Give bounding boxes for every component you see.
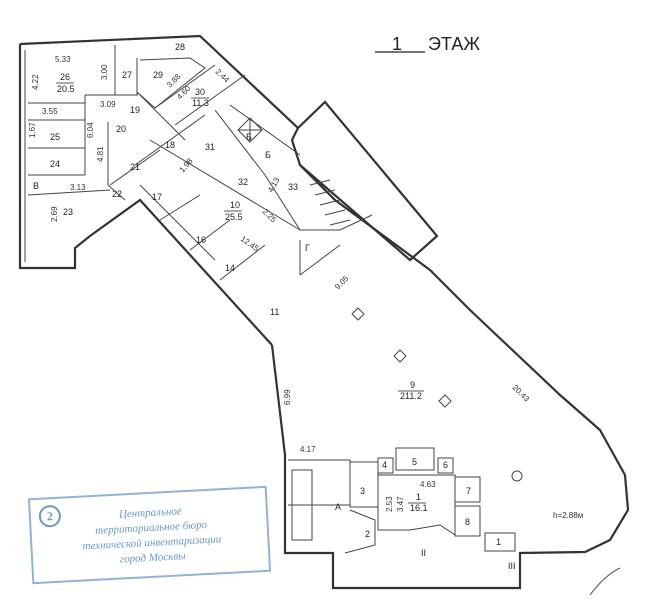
bti-stamp: 2 Центральное территориальное бюро техни… bbox=[27, 485, 272, 585]
room-iii: III bbox=[508, 561, 516, 571]
ceiling-height: h=2.88м bbox=[553, 511, 583, 520]
room-b-stair: Б bbox=[246, 132, 252, 142]
room-27: 27 bbox=[122, 70, 132, 80]
svg-text:3.55: 3.55 bbox=[42, 107, 58, 116]
room-30: 30 bbox=[195, 87, 205, 97]
room-7: 7 bbox=[466, 486, 471, 496]
room-29: 29 bbox=[153, 70, 163, 80]
room-1: 1 bbox=[416, 492, 421, 502]
outer-walls bbox=[18, 34, 630, 590]
room-a: А bbox=[335, 502, 341, 512]
room-5: 5 bbox=[412, 457, 417, 467]
svg-text:2.25: 2.25 bbox=[261, 207, 279, 225]
svg-text:9.05: 9.05 bbox=[333, 274, 351, 292]
room-v: В bbox=[33, 181, 39, 191]
svg-text:4.17: 4.17 bbox=[300, 445, 316, 454]
svg-text:3.09: 3.09 bbox=[100, 100, 116, 109]
room-19: 19 bbox=[130, 105, 140, 115]
room-17: 17 bbox=[152, 192, 162, 202]
room-21: 21 bbox=[130, 162, 140, 172]
floor-label: ЭТАЖ bbox=[428, 34, 480, 54]
room-9-area: 211.2 bbox=[400, 391, 422, 401]
svg-text:4.81: 4.81 bbox=[96, 146, 105, 162]
svg-text:3.47: 3.47 bbox=[396, 496, 405, 512]
svg-text:4.60: 4.60 bbox=[175, 84, 193, 102]
room-24: 24 bbox=[50, 159, 60, 169]
svg-text:5.33: 5.33 bbox=[55, 55, 71, 64]
svg-text:4.22: 4.22 bbox=[31, 74, 40, 90]
room-1-area: 16.1 bbox=[410, 503, 428, 513]
room-4: 4 bbox=[382, 460, 387, 470]
room-28: 28 bbox=[175, 42, 185, 52]
room-16: 16 bbox=[196, 235, 206, 245]
room-b: Б bbox=[265, 150, 271, 160]
dimension-labels: 5.33 4.22 3.00 3.88 4.60 2.44 3.55 3.09 … bbox=[28, 55, 583, 520]
room-26: 26 bbox=[60, 72, 70, 82]
room-11: 11 bbox=[270, 307, 279, 317]
svg-text:3.00: 3.00 bbox=[100, 64, 109, 80]
room-25: 25 bbox=[50, 132, 60, 142]
room-23: 23 bbox=[63, 207, 73, 217]
room-2: 2 bbox=[365, 529, 370, 539]
room-labels: 26 20.5 27 28 29 30 11.3 19 20 25 24 18 … bbox=[33, 42, 516, 571]
room-22: 22 bbox=[112, 189, 122, 199]
room-ii: II bbox=[421, 548, 426, 558]
svg-text:1.67: 1.67 bbox=[28, 122, 37, 138]
room-14: 14 bbox=[225, 263, 235, 273]
room-10: 10 bbox=[230, 200, 240, 210]
room-8: 8 bbox=[465, 517, 470, 527]
floor-number: 1 bbox=[392, 34, 402, 54]
svg-text:2.69: 2.69 bbox=[50, 206, 59, 222]
room-26-area: 20.5 bbox=[57, 84, 75, 94]
room-10-area: 25.5 bbox=[225, 212, 243, 222]
room-3: 3 bbox=[360, 486, 365, 496]
svg-text:6.99: 6.99 bbox=[283, 389, 292, 405]
room-31: 31 bbox=[205, 142, 215, 152]
interior-walls bbox=[24, 45, 516, 554]
room-33: 33 bbox=[288, 182, 298, 192]
svg-text:2.53: 2.53 bbox=[385, 496, 394, 512]
room-18: 18 bbox=[165, 140, 175, 150]
stair-lines bbox=[309, 179, 351, 226]
pen-mark bbox=[589, 567, 621, 596]
room-g: Г bbox=[305, 243, 310, 253]
svg-text:6.04: 6.04 bbox=[86, 122, 95, 138]
svg-text:3.13: 3.13 bbox=[70, 183, 86, 192]
svg-text:3.88: 3.88 bbox=[165, 72, 183, 90]
svg-text:4.63: 4.63 bbox=[420, 480, 436, 489]
room-20: 20 bbox=[116, 124, 126, 134]
svg-text:20.43: 20.43 bbox=[511, 383, 532, 404]
svg-text:2.44: 2.44 bbox=[214, 67, 232, 85]
svg-text:4.13: 4.13 bbox=[266, 176, 282, 194]
room-32: 32 bbox=[238, 177, 248, 187]
room-9: 9 bbox=[410, 380, 415, 390]
room-30-area: 11.3 bbox=[192, 98, 209, 108]
room-6: 6 bbox=[443, 460, 448, 470]
room-1-small: 1 bbox=[496, 537, 501, 547]
column-markers bbox=[351, 307, 523, 482]
